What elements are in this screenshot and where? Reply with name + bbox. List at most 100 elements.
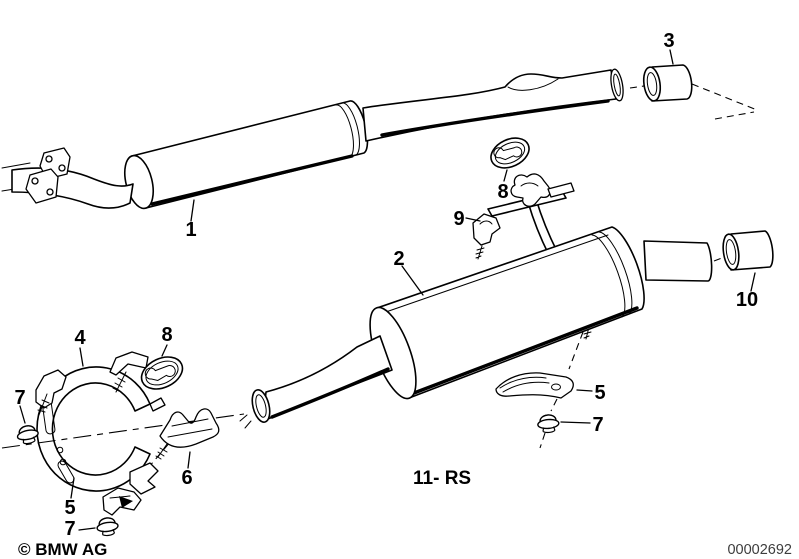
sleeve3-arrow-lower (714, 111, 755, 120)
bracket-5-right (495, 372, 574, 399)
part-label-10: 10 (736, 289, 758, 311)
lower-clamp-bracket (472, 213, 501, 246)
resonator-end-seam (335, 102, 360, 158)
bracket6-detail (167, 418, 213, 438)
part-label-1: 1 (185, 219, 196, 241)
leader-8-right (503, 169, 508, 182)
part-callouts: 1 2 3 4 5 5 6 7 7 7 8 8 9 10 (14, 30, 758, 540)
leader-8-left (161, 344, 168, 357)
band-hole-1 (56, 446, 64, 454)
sleeve3-body (651, 64, 693, 102)
clamp-foot-plate (129, 462, 159, 495)
grommet-outer (490, 137, 530, 169)
leader-5-right (576, 389, 593, 392)
leader-9 (465, 217, 481, 222)
leader-3 (669, 49, 674, 65)
part-label-5-right: 5 (594, 382, 605, 404)
upper-hook-wing (547, 182, 575, 198)
sleeve-3 (642, 64, 693, 102)
clamp-ring-band (36, 366, 151, 492)
clamp-end-tab-top (149, 397, 166, 412)
muffler-inlet-pipe (262, 335, 393, 422)
flange-bolt-hole-3 (31, 177, 39, 185)
resonator-shadow (150, 154, 354, 206)
clamp-ring-4 (35, 351, 166, 495)
part-label-3: 3 (663, 30, 674, 52)
lower-clamp-stud (475, 245, 485, 260)
part-label-5-left: 5 (64, 497, 75, 519)
gasket-mid (145, 360, 179, 386)
gasket-slot (144, 365, 176, 382)
flange-bolt-hole-1 (45, 155, 53, 163)
leader-6 (187, 451, 191, 469)
pipe-to-sleeve3-axis (629, 85, 645, 89)
upper-hook-detail (520, 182, 539, 187)
bracket5-right-leaves (499, 376, 550, 393)
leader-lines (19, 49, 756, 531)
gasket-outer (140, 356, 184, 390)
clamp-top-tab (109, 351, 149, 376)
part-label-9: 9 (453, 208, 464, 230)
bracket6-bolt (155, 443, 168, 460)
rear-muffler (239, 226, 713, 429)
sleeve10-body (730, 230, 774, 271)
part-label-7-left: 7 (14, 387, 25, 409)
resonator-body (124, 100, 369, 209)
muffler-outlet-pipe (643, 240, 713, 282)
nut-7-bottom (95, 515, 120, 538)
lower-clamp-detail (479, 220, 493, 225)
leader-1 (190, 199, 195, 222)
grommet-8-right (490, 137, 530, 169)
leader-2 (401, 265, 424, 296)
gasket-8-left (140, 356, 184, 390)
leader-7-right (560, 421, 591, 424)
copyright-text: © BMW AG (18, 540, 107, 559)
sleeve-10 (722, 230, 774, 271)
front-tailpipe-shadow (380, 99, 610, 137)
part-label-8-right: 8 (497, 181, 508, 203)
part-label-4: 4 (74, 327, 86, 349)
rear-muffler-highlight (382, 234, 609, 314)
flange-bolt-hole-2 (58, 164, 66, 172)
tailpipe-bead-line (507, 78, 559, 91)
tailpipe-bore (613, 73, 621, 97)
grommet-slot (493, 146, 523, 161)
nut-7-right (536, 413, 561, 435)
bracket-6 (155, 408, 220, 460)
part-label-7-right: 7 (592, 414, 603, 436)
sleeve10-bore (725, 239, 737, 265)
part-label-8-left: 8 (161, 324, 172, 346)
part-label-7-bottom: 7 (64, 518, 75, 540)
flange-bolt-hole-4 (46, 188, 54, 196)
bracket-5-left (102, 487, 142, 516)
leader-5-left (70, 477, 75, 499)
clamp-hook-bolt (37, 393, 50, 416)
assembly-axis-lines (1, 83, 758, 469)
sleeve3-arrow-upper (691, 83, 758, 111)
upper-hook-bracket (510, 173, 551, 207)
clamp-hook-bracket (35, 369, 67, 409)
leader-10 (750, 272, 756, 292)
doc-number: 00002692 (727, 542, 792, 558)
inlet-cut-marks (239, 414, 252, 429)
insert-direction-arrow (119, 496, 133, 508)
inlet-pipe-mouth (251, 389, 271, 423)
front-pipe-assembly (1, 68, 624, 210)
bracket6-body (159, 408, 220, 448)
flange-lower-half (25, 168, 59, 204)
band-slot-2 (57, 460, 75, 484)
bracket5-right-hole (551, 383, 561, 391)
rear-muffler-seam (591, 231, 633, 318)
part-label-6: 6 (181, 467, 192, 489)
clamp-top-stud (112, 371, 127, 393)
sleeve3-bore (646, 72, 658, 96)
rear-muffler-shadow (412, 306, 639, 395)
tailpipe-to-sleeve10-axis (713, 257, 723, 262)
inlet-pipe-bore (255, 394, 267, 418)
grommet-mid (494, 141, 526, 165)
clamp-axis-line (1, 413, 245, 449)
part-label-2: 2 (393, 248, 404, 270)
bracket5-right-body (495, 372, 574, 399)
